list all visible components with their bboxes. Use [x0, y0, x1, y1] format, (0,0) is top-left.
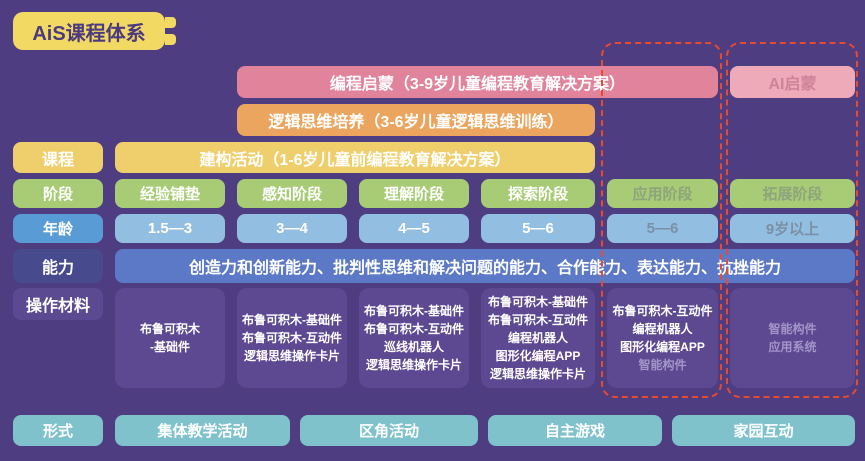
stage-cell: 理解阶段 — [359, 179, 469, 208]
material-item: 布鲁可积木-基础件 — [488, 295, 588, 309]
row-coding: 编程启蒙（3-9岁儿童编程教育解决方案） AI启蒙 — [13, 66, 855, 98]
row-materials: 操作材料 布鲁可积木 -基础件 布鲁可积木-基础件 布鲁可积木-互动件 逻辑思维… — [13, 288, 855, 388]
row-logic: 逻辑思维培养（3-6岁儿童逻辑思维训练） — [13, 104, 855, 136]
age-cell-muted: 9岁以上 — [730, 214, 855, 243]
form-cell: 自主游戏 — [488, 415, 662, 446]
material-item: 布鲁可积木-基础件 — [242, 313, 342, 327]
material-item: 布鲁可积木-互动件 — [612, 304, 713, 318]
material-item: 布鲁可积木 — [139, 322, 200, 336]
age-cell: 4—5 — [359, 214, 469, 243]
title-badge: AiS课程体系 — [13, 12, 176, 50]
row-label-ability: 能力 — [13, 249, 103, 283]
stage-cell: 感知阶段 — [237, 179, 347, 208]
row-label-age: 年龄 — [13, 214, 103, 243]
materials-col-2: 布鲁可积木-基础件 布鲁可积木-互动件 逻辑思维操作卡片 — [237, 288, 347, 388]
material-item-muted: 智能构件 — [638, 358, 687, 372]
material-item: 布鲁可积木-基础件 — [364, 304, 464, 318]
row-form: 形式 集体教学活动 区角活动 自主游戏 家园互动 — [13, 415, 855, 446]
row-label-form: 形式 — [13, 415, 103, 446]
material-item: 图形化编程APP — [495, 349, 581, 363]
logic-training-banner: 逻辑思维培养（3-6岁儿童逻辑思维训练） — [237, 104, 595, 136]
material-item-muted: 智能构件 — [768, 322, 817, 336]
stage-cell-muted: 应用阶段 — [607, 179, 718, 208]
form-cell: 区角活动 — [300, 415, 478, 446]
materials-col-5: 布鲁可积木-互动件 编程机器人 图形化编程APP 智能构件 — [607, 288, 718, 388]
age-cell: 3—4 — [237, 214, 347, 243]
row-course: 课程 建构活动（1-6岁儿童前编程教育解决方案） — [13, 142, 855, 173]
age-cell-muted: 5—6 — [607, 214, 718, 243]
material-item: 逻辑思维操作卡片 — [243, 349, 340, 363]
material-item: 编程机器人 — [632, 322, 693, 336]
row-age: 年龄 1.5—3 3—4 4—5 5—6 5—6 9岁以上 — [13, 214, 855, 243]
form-cell: 集体教学活动 — [115, 415, 290, 446]
materials-col-4: 布鲁可积木-基础件 布鲁可积木-互动件 编程机器人 图形化编程APP 逻辑思维操… — [481, 288, 595, 388]
row-ability: 能力 创造力和创新能力、批判性思维和解决问题的能力、合作能力、表达能力、抗挫能力 — [13, 249, 855, 283]
stage-cell: 经验铺垫 — [115, 179, 225, 208]
material-item: 逻辑思维操作卡片 — [489, 367, 586, 381]
material-item: 图形化编程APP — [620, 340, 705, 354]
material-item: -基础件 — [150, 340, 190, 354]
material-item: 巡线机器人 — [383, 340, 444, 354]
page-title: AiS课程体系 — [32, 22, 146, 45]
stage-cell-muted: 拓展阶段 — [730, 179, 855, 208]
stage-cell: 探索阶段 — [481, 179, 595, 208]
material-item: 布鲁可积木-互动件 — [364, 322, 464, 336]
material-item: 逻辑思维操作卡片 — [365, 358, 462, 372]
row-stage: 阶段 经验铺垫 感知阶段 理解阶段 探索阶段 应用阶段 拓展阶段 — [13, 179, 855, 208]
materials-col-1: 布鲁可积木 -基础件 — [115, 288, 225, 388]
construction-activity-banner: 建构活动（1-6岁儿童前编程教育解决方案） — [115, 142, 595, 173]
material-item: 布鲁可积木-互动件 — [488, 313, 588, 327]
age-cell: 5—6 — [481, 214, 595, 243]
age-cell: 1.5—3 — [115, 214, 225, 243]
material-item: 布鲁可积木-互动件 — [242, 331, 342, 345]
material-item-muted: 应用系统 — [768, 340, 817, 354]
form-cell: 家园互动 — [672, 415, 855, 446]
row-label-stage: 阶段 — [13, 179, 103, 208]
ability-bar: 创造力和创新能力、批判性思维和解决问题的能力、合作能力、表达能力、抗挫能力 — [115, 249, 855, 283]
row-label-course: 课程 — [13, 142, 103, 173]
coding-enlightenment-banner: 编程启蒙（3-9岁儿童编程教育解决方案） — [237, 66, 718, 98]
row-label-materials: 操作材料 — [13, 288, 103, 320]
material-item: 编程机器人 — [507, 331, 568, 345]
materials-col-6: 智能构件 应用系统 — [730, 288, 855, 388]
ai-enlightenment-banner: AI启蒙 — [730, 66, 855, 98]
materials-col-3: 布鲁可积木-基础件 布鲁可积木-互动件 巡线机器人 逻辑思维操作卡片 — [359, 288, 469, 388]
